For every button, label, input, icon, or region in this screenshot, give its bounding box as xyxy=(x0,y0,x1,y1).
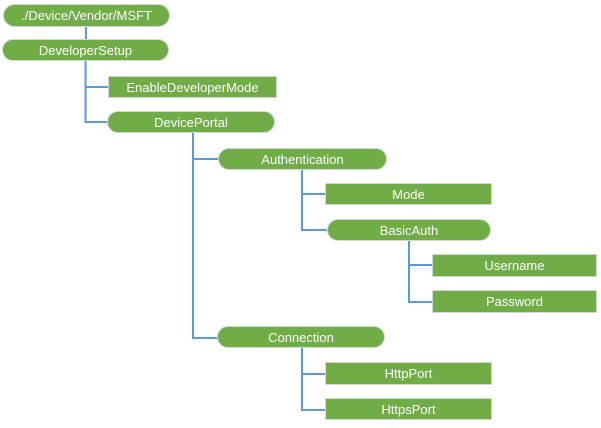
node-connection: Connection xyxy=(217,326,385,348)
node-mode: Mode xyxy=(325,183,492,205)
node-http-port: HttpPort xyxy=(325,362,492,385)
node-password: Password xyxy=(432,290,597,313)
node-https-port: HttpsPort xyxy=(325,398,492,420)
node-device-portal: DevicePortal xyxy=(107,111,275,133)
node-developer-setup: DeveloperSetup xyxy=(2,39,169,61)
node-username: Username xyxy=(432,254,597,277)
node-msft-root: ./Device/Vendor/MSFT xyxy=(3,4,170,27)
node-enable-developer-mode: EnableDeveloperMode xyxy=(108,76,277,98)
node-basic-auth: BasicAuth xyxy=(327,219,491,241)
node-authentication: Authentication xyxy=(218,148,387,170)
